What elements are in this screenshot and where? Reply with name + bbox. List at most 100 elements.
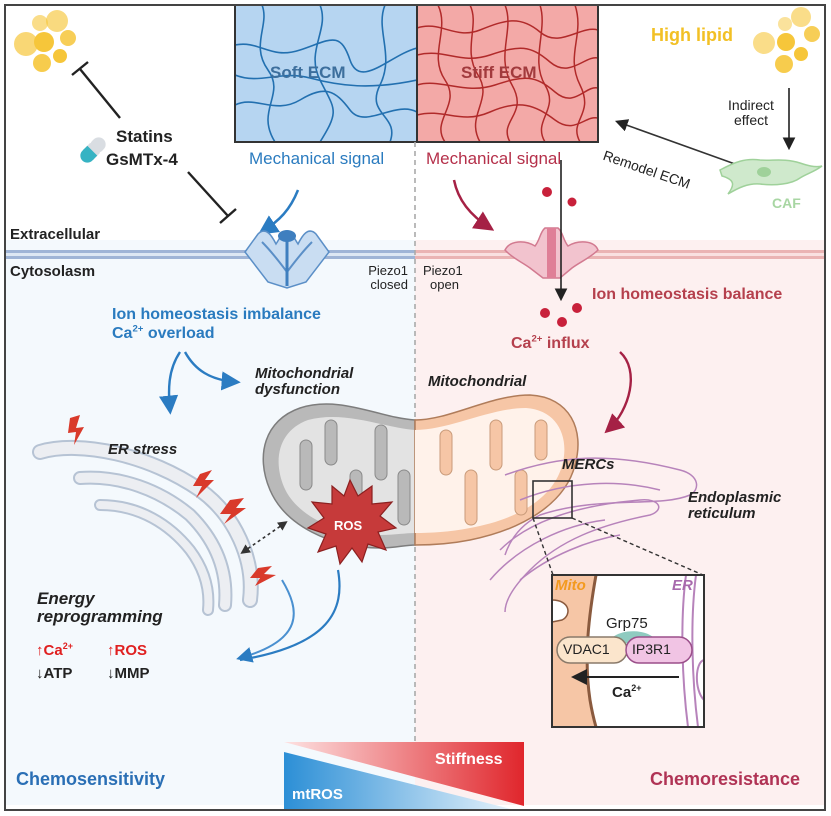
mitochondrion-icon — [262, 394, 579, 549]
cell-membrane-left — [6, 250, 415, 259]
caf-label: CAF — [772, 195, 801, 211]
inset-ca-prefix: Ca — [612, 684, 632, 701]
er-stress-label: ER stress — [108, 441, 178, 458]
mercs-highlight-box — [532, 480, 573, 519]
stiff-ecm-box — [416, 4, 599, 143]
zoom-line-right — [571, 517, 704, 576]
extracellular-label: Extracellular — [10, 226, 101, 243]
er-label: Endoplasmic reticulum — [688, 490, 781, 522]
mech-signal-arrow-right-icon — [452, 179, 495, 231]
high-lipid-label: High lipid — [651, 25, 733, 45]
energy-reprogramming-label: Energy reprogramming — [37, 590, 163, 626]
gsmtx-label: GsMTx-4 — [106, 150, 178, 169]
remodel-ecm-arrow-icon — [614, 119, 736, 165]
stiffness-mtros-gradient — [284, 742, 524, 810]
mech-signal-arrow-left-icon — [257, 189, 300, 235]
er-stressed-icon — [32, 439, 259, 616]
marker-text: ATP — [43, 665, 73, 682]
inhibition-to-piezo-icon — [187, 171, 237, 224]
pill-capsule-icon — [80, 137, 106, 163]
ip3r1-protein — [625, 636, 693, 664]
inset-er-label: ER — [672, 577, 693, 594]
stiff-ecm-label: Stiff ECM — [461, 63, 537, 82]
mtros-label: mtROS — [292, 786, 343, 803]
piezo-open-label: Piezo1 open — [423, 264, 463, 291]
lipid-droplets-left-icon — [14, 10, 76, 72]
mito-dys-line2: dysfunction — [255, 380, 340, 398]
energy-line2: reprogramming — [37, 606, 163, 626]
ca-overload-label: Ca2+ overload — [112, 323, 215, 343]
mtros-gradient-triangle — [284, 752, 515, 810]
ca-influx-label: Ca2+ influx — [511, 333, 590, 353]
arrow-er-to-energy-icon — [236, 579, 295, 663]
up-arrow-icon: ↑ — [36, 642, 44, 659]
marker-text: MMP — [114, 665, 150, 682]
piezo-open-line1: Piezo1 — [423, 263, 463, 278]
piezo-closed-line1: Piezo1 — [368, 263, 408, 278]
zoom-line-left — [532, 517, 554, 576]
mercs-inset — [551, 574, 705, 728]
marker-ros-up: ↑ROS — [107, 643, 147, 659]
cell-membrane-right — [415, 250, 825, 259]
chemosensitivity-label: Chemosensitivity — [16, 769, 166, 789]
arrow-to-er-stress-icon — [159, 351, 182, 415]
stiffness-label: Stiffness — [435, 751, 503, 768]
energy-line1: Energy — [37, 589, 95, 608]
figure-border — [4, 4, 826, 811]
inset-ca-label: Ca2+ — [612, 684, 641, 701]
soft-ecm-box — [234, 4, 418, 143]
indirect-effect-line2: effect — [734, 111, 768, 128]
ros-burst-icon — [306, 478, 398, 566]
ip3r1-label: IP3R1 — [632, 641, 671, 657]
mitochondrial-label: Mitochondrial — [428, 373, 527, 390]
vdac1-label: VDAC1 — [563, 641, 610, 657]
piezo-open-line2: open — [430, 276, 459, 292]
arrow-ros-to-energy-icon — [239, 569, 341, 662]
arrow-to-mercs-icon — [604, 351, 632, 434]
mech-signal-left-label: Mechanical signal — [249, 149, 385, 168]
piezo-closed-line2: closed — [370, 276, 408, 292]
ion-imbalance-label: Ion homeostasis imbalance — [112, 306, 321, 323]
inhibition-to-lipid-icon — [71, 61, 121, 119]
mech-signal-right-label: Mechanical signal — [426, 149, 562, 168]
down-arrow-icon: ↓ — [107, 665, 115, 682]
marker-text: Ca — [43, 642, 63, 659]
marker-mmp-down: ↓MMP — [107, 666, 150, 682]
indirect-effect-label: Indirect effect — [720, 98, 782, 127]
up-arrow-icon: ↑ — [107, 642, 115, 659]
statins-label: Statins — [116, 127, 173, 146]
indirect-effect-line1: Indirect — [728, 97, 774, 113]
down-arrow-icon: ↓ — [36, 665, 44, 682]
mito-dys-line1: Mitochondrial — [255, 365, 354, 382]
stiffness-gradient-triangle — [284, 742, 524, 806]
ca-influx-sup: 2+ — [531, 333, 543, 345]
marker-text: ROS — [114, 642, 148, 659]
ca-overload-suffix: overload — [143, 325, 215, 342]
caf-cell-icon — [719, 158, 823, 195]
piezo1-open-channel-icon — [504, 227, 599, 279]
piezo1-closed-channel-icon — [244, 230, 330, 289]
cytosol-label: Cytosolasm — [10, 263, 96, 280]
ca-overload-prefix: Ca — [112, 325, 133, 342]
er-line2: reticulum — [688, 504, 756, 522]
marker-atp-down: ↓ATP — [36, 666, 72, 682]
inset-mito-label: Mito — [555, 577, 586, 594]
ros-label: ROS — [334, 518, 363, 533]
er-ros-crosstalk-arrow-icon — [240, 521, 288, 554]
piezo-closed-label: Piezo1 closed — [358, 264, 408, 291]
marker-sup: 2+ — [62, 641, 73, 651]
arrow-to-mito-dysfunction-icon — [183, 351, 241, 391]
mercs-label: MERCs — [562, 456, 615, 473]
ca-influx-suffix: influx — [542, 335, 590, 352]
lightning-bolt-icons — [68, 415, 276, 586]
marker-ca-up: ↑Ca2+ — [36, 641, 73, 659]
er-line1: Endoplasmic — [688, 489, 782, 506]
calcium-ions-icon — [540, 187, 582, 327]
soft-ecm-label: Soft ECM — [270, 63, 346, 82]
ca-overload-sup: 2+ — [132, 323, 144, 335]
ion-balance-label: Ion homeostasis balance — [592, 286, 783, 303]
grp75-label: Grp75 — [606, 615, 648, 632]
lipid-droplets-right-icon — [753, 7, 820, 73]
